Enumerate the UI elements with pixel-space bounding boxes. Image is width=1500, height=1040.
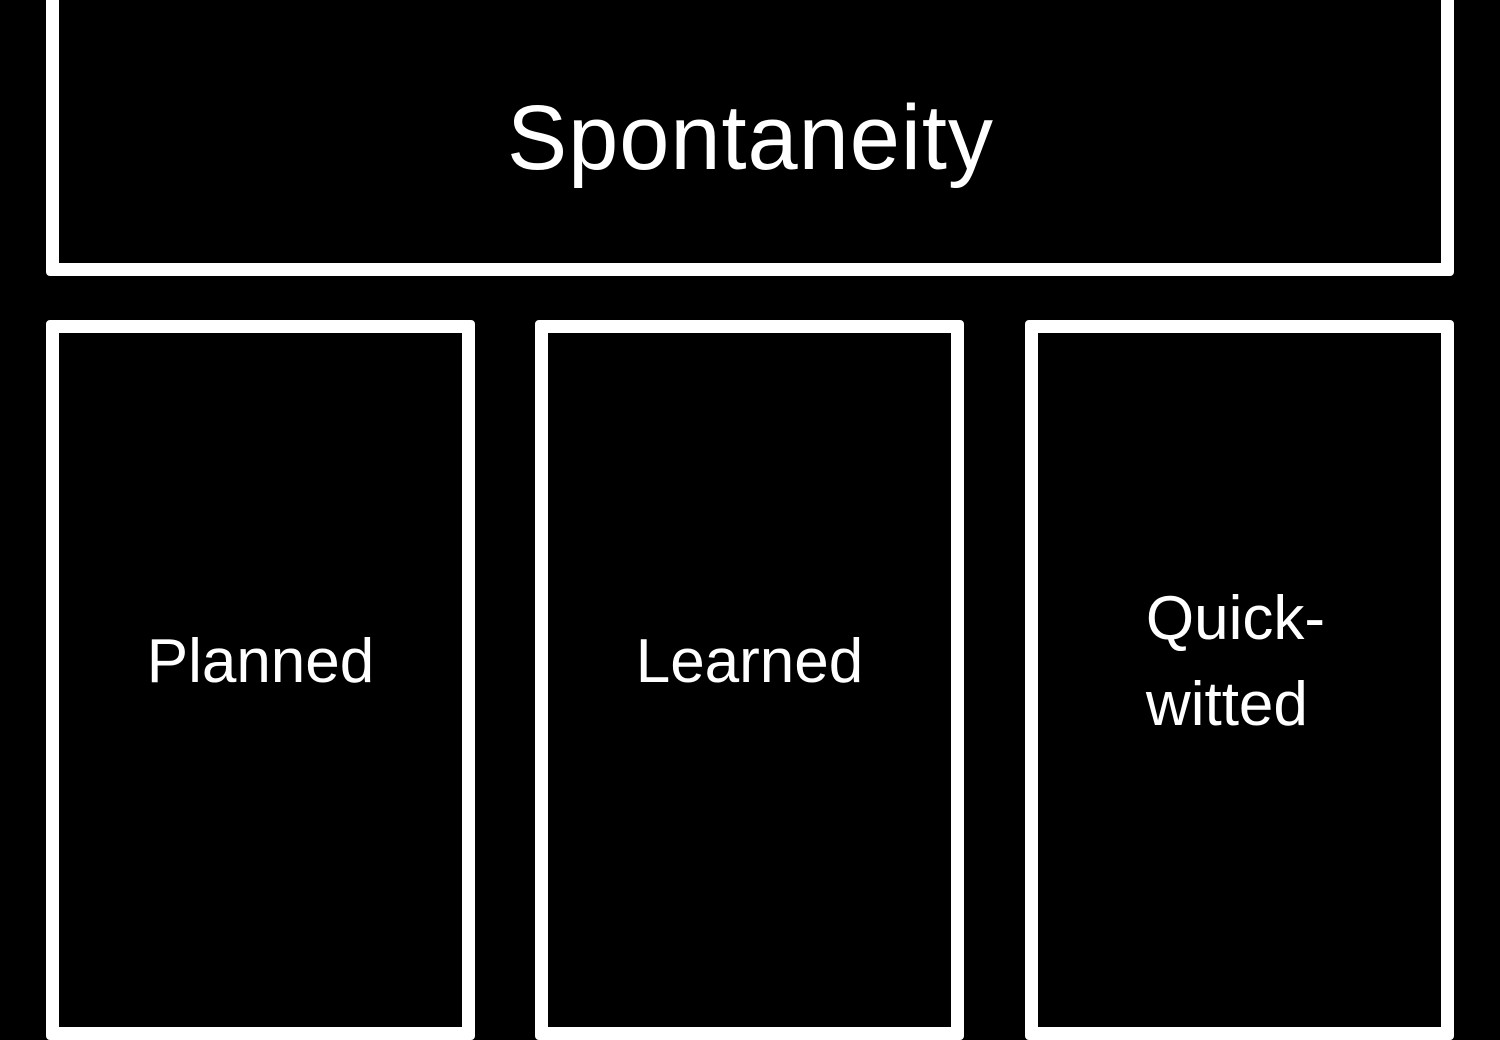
quick-witted-box: Quick- witted bbox=[1025, 320, 1454, 1040]
spontaneity-label: Spontaneity bbox=[506, 87, 994, 189]
learned-box: Learned bbox=[535, 320, 964, 1040]
learned-label-line: Learned bbox=[635, 627, 864, 696]
quick-witted-label: Quick- witted bbox=[1146, 576, 1325, 748]
planned-box: Planned bbox=[46, 320, 475, 1040]
quick-witted-label-line-1: Quick- bbox=[1145, 584, 1326, 653]
learned-label: Learned bbox=[636, 619, 864, 705]
spontaneity-box: Spontaneity bbox=[46, 0, 1454, 276]
planned-label-line: Planned bbox=[146, 627, 375, 696]
planned-label: Planned bbox=[147, 619, 375, 705]
quick-witted-label-line-2: witted bbox=[1145, 670, 1308, 739]
